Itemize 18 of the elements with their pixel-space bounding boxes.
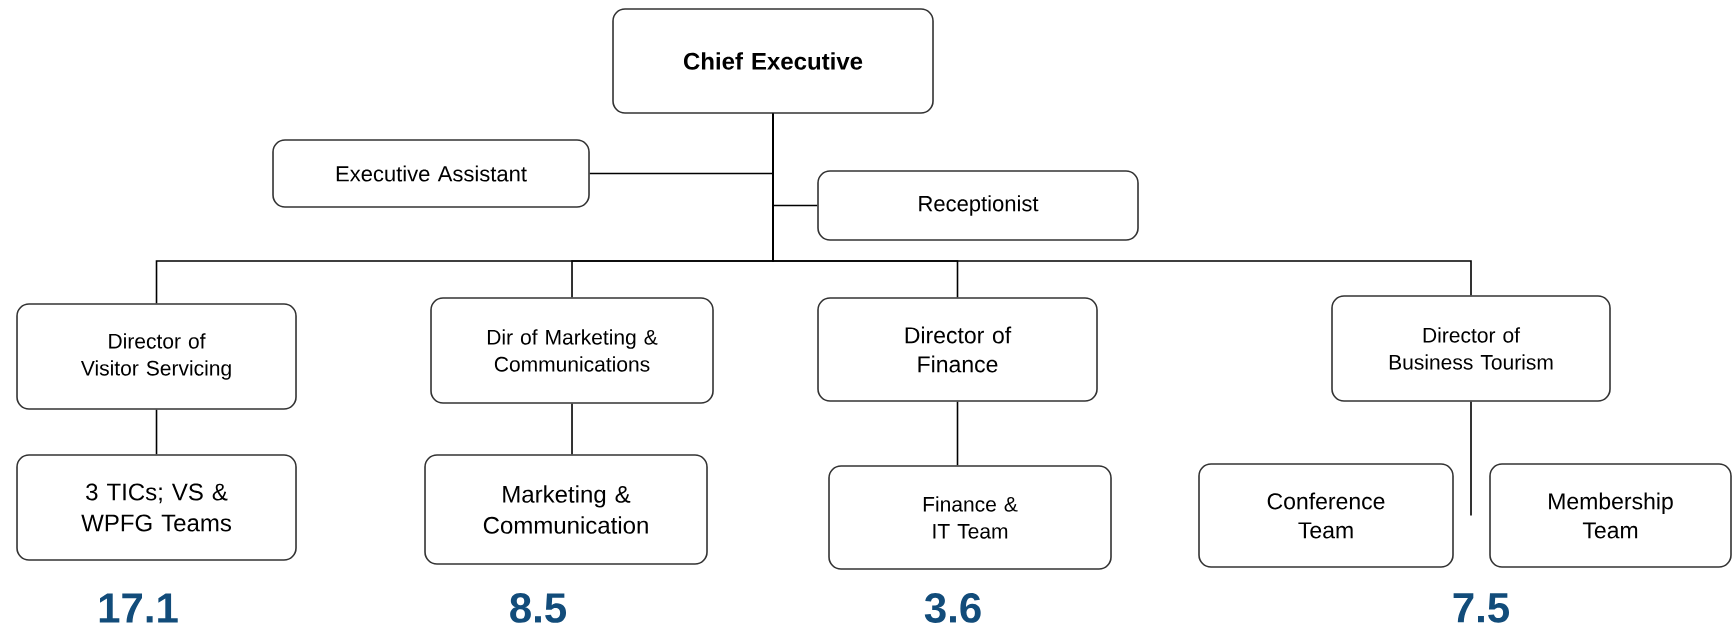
connector-line: [571, 403, 573, 455]
org-box: Finance & IT Team: [828, 465, 1112, 570]
headcount-number: 7.5: [1453, 593, 1510, 623]
org-box: Director of Finance: [817, 297, 1098, 402]
connector-line: [956, 401, 959, 466]
connector-line: [1470, 401, 1472, 517]
connector-line: [772, 113, 1472, 296]
org-box: Receptionist: [817, 170, 1139, 241]
org-box: Executive Assistant: [272, 139, 590, 208]
org-box: Director of Business Tourism: [1331, 295, 1611, 402]
org-box: Dir of Marketing & Communications: [430, 297, 714, 404]
org-box: Conference Team: [1198, 463, 1454, 568]
title-box: Chief Executive: [612, 8, 934, 114]
org-box: 3 TICs; VS & WPFG Teams: [16, 454, 297, 561]
org-box: Membership Team: [1489, 463, 1732, 568]
org-box: Director of Visitor Servicing: [16, 303, 297, 410]
org-box: Marketing & Communication: [424, 454, 708, 565]
connector-line: [155, 409, 158, 455]
